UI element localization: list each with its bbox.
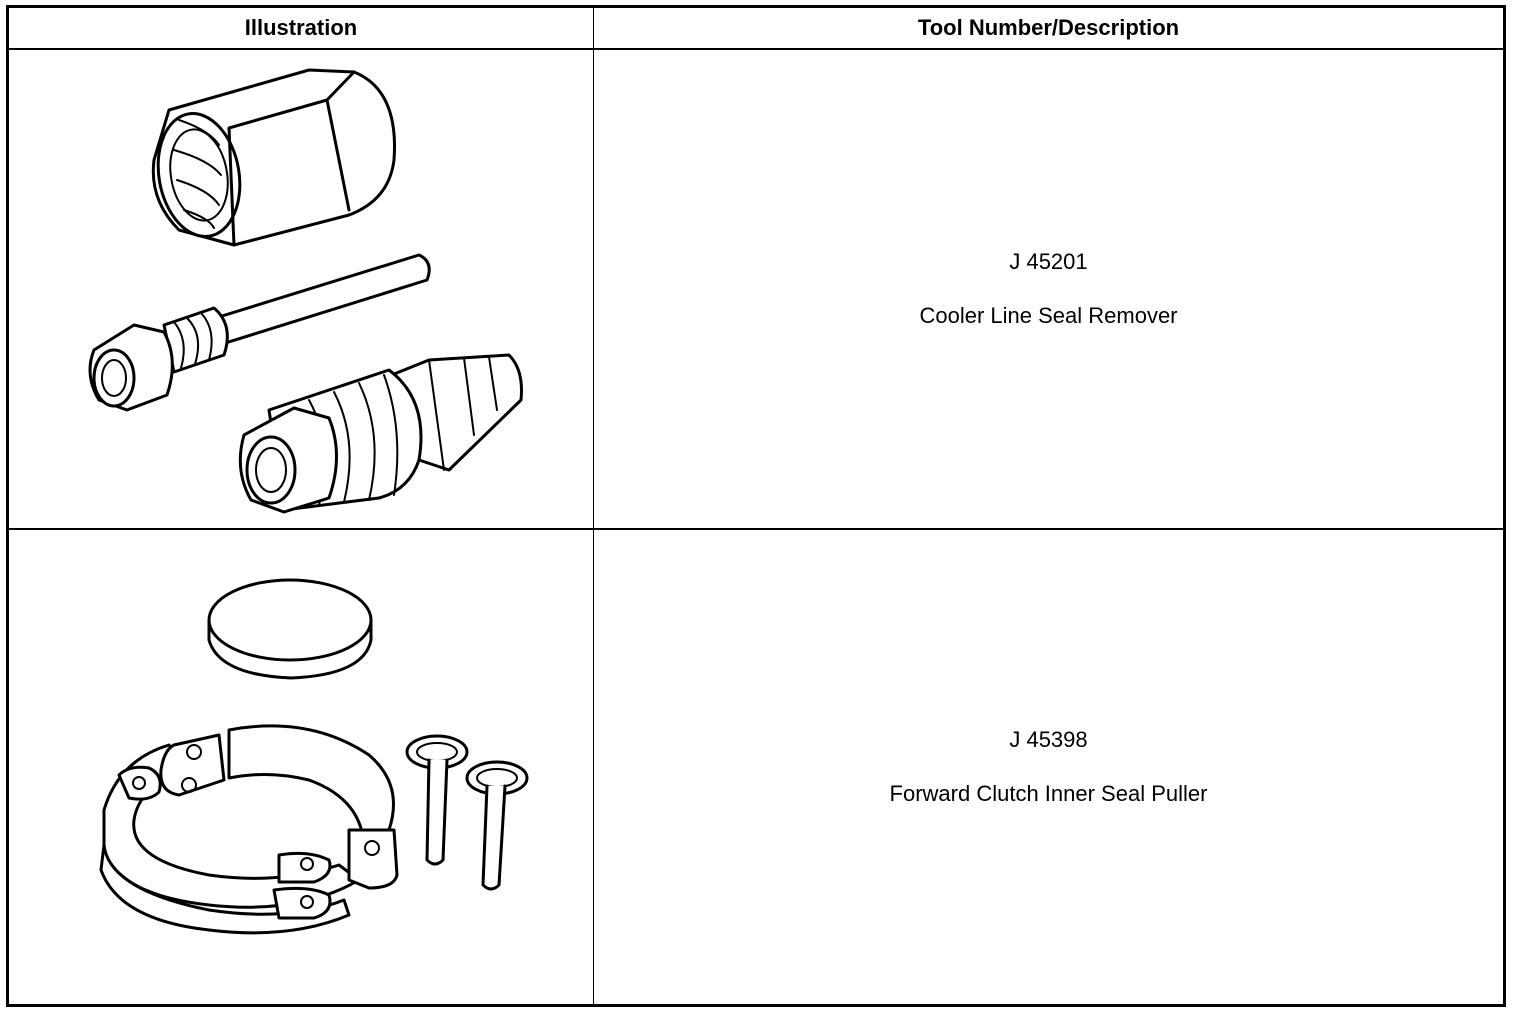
row-1-illustration: [9, 50, 593, 528]
header-divider: [9, 48, 1503, 50]
tool-description: Cooler Line Seal Remover: [919, 303, 1178, 328]
tool-table: Illustration Tool Number/Description: [6, 5, 1506, 1007]
tool-description: Forward Clutch Inner Seal Puller: [889, 781, 1208, 806]
tool-number: J 45201: [1009, 249, 1088, 274]
row-2-illustration: [9, 530, 593, 1004]
row-1-description: J 45201 Cooler Line Seal Remover: [594, 50, 1503, 528]
header-tool-description: Tool Number/Description: [917, 15, 1180, 40]
row-2-description: J 45398 Forward Clutch Inner Seal Puller: [594, 530, 1503, 1004]
header-illustration: Illustration: [244, 15, 358, 40]
tool-number: J 45398: [1009, 727, 1088, 752]
cooler-line-seal-remover-icon: [88, 68, 523, 514]
forward-clutch-seal-puller-icon: [99, 578, 529, 935]
row-divider: [9, 528, 1503, 530]
column-divider: [593, 8, 594, 1004]
